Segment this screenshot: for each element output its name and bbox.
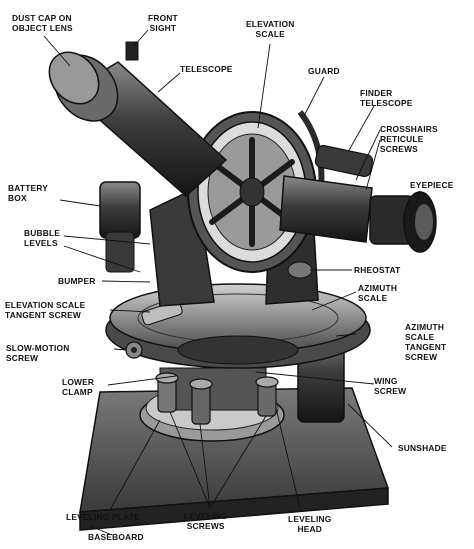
label-line: GUARD [308,66,340,76]
label-sunshade: SUNSHADE [398,443,447,453]
label-line: SCREW [374,386,407,396]
label-line: SCALE [358,293,388,303]
elevation-scale-wheel-shape [187,111,317,273]
label-finder-telescope: FINDER TELESCOPE [360,88,413,108]
label-battery-box: BATTERY BOX [8,183,48,203]
label-line: WING [374,376,398,386]
label-elevation-scale-tangent-screw: ELEVATION SCALE TANGENT SCREW [5,300,85,320]
label-azimuth-scale: AZIMUTH SCALE [358,283,397,303]
label-line: BUBBLE [24,228,61,238]
label-line: FINDER [360,88,393,98]
label-line: SCALE [405,332,435,342]
label-line: ELEVATION [246,19,295,29]
label-line: TELESCOPE [180,64,233,74]
label-telescope: TELESCOPE [180,64,233,74]
leveling-screws-shape [155,372,279,425]
label-line: FRONT [148,13,178,23]
battery-box-shape [99,181,141,273]
label-line: SCREWS [380,144,418,154]
label-slow-motion-screw: SLOW-MOTION SCREW [6,343,69,363]
label-line: ELEVATION SCALE [5,300,86,310]
label-line: SCREW [405,352,438,362]
label-line: RHEOSTAT [354,265,401,275]
azimuth-plate-shape [105,283,371,369]
label-line: CLAMP [62,387,93,397]
label-line: SIGHT [149,23,177,33]
label-line: SLOW-MOTION [6,343,70,353]
finder-telescope-shape [314,144,374,178]
label-line: LEVELING [288,514,332,524]
label-line: HEAD [297,524,322,534]
label-line: DUST CAP ON [12,13,72,23]
label-line: LEVELING PLATE [66,512,140,522]
label-leveling-plate: LEVELING PLATE [66,512,140,522]
eyepiece-assembly-shape [279,175,437,253]
label-leveling-head: LEVELING HEAD [288,514,331,534]
label-rheostat: RHEOSTAT [354,265,400,275]
label-leveling-screws: LEVELING SCREWS [184,511,227,531]
label-wing-screw: WING SCREW [374,376,406,396]
label-bubble-levels: BUBBLE LEVELS [24,228,60,248]
label-line: TANGENT [405,342,447,352]
label-line: EYEPIECE [410,180,454,190]
label-line: LEVELS [24,238,58,248]
label-azimuth-scale-tangent-screw: AZIMUTH SCALE TANGENT SCREW [405,322,446,362]
label-line: BOX [8,193,27,203]
label-eyepiece: EYEPIECE [410,180,454,190]
telescope-shape [48,51,228,198]
leader-lines [43,29,421,536]
label-line: LOWER [62,377,95,387]
label-lower-clamp: LOWER CLAMP [62,377,94,397]
label-line: BUMPER [58,276,96,286]
label-line: SCREWS [186,521,225,531]
label-line: LEVELING [184,511,228,521]
label-line: RETICULE [380,134,424,144]
label-line: AZIMUTH [358,283,398,293]
label-line: SCREW [6,353,39,363]
label-line: BASEBOARD [88,532,144,542]
label-line: BATTERY [8,183,49,193]
label-baseboard: BASEBOARD [88,532,144,542]
label-line: SCALE [255,29,285,39]
label-line: SUNSHADE [398,443,447,453]
label-front-sight: FRONT SIGHT [148,13,178,33]
label-guard: GUARD [308,66,340,76]
label-line: AZIMUTH [405,322,445,332]
label-line: OBJECT LENS [12,23,73,33]
slow-motion-screw-shape [125,341,143,359]
label-line: TELESCOPE [360,98,413,108]
rheostat-shape [287,261,313,279]
label-line: TANGENT SCREW [5,310,81,320]
front-sight-shape [125,41,139,61]
label-bumper: BUMPER [58,276,96,286]
label-crosshairs-reticule-screws: CROSSHAIRS RETICULE SCREWS [380,124,438,154]
label-elevation-scale: ELEVATION SCALE [246,19,294,39]
label-dust-cap: DUST CAP ON OBJECT LENS [12,13,73,33]
label-line: CROSSHAIRS [380,124,438,134]
